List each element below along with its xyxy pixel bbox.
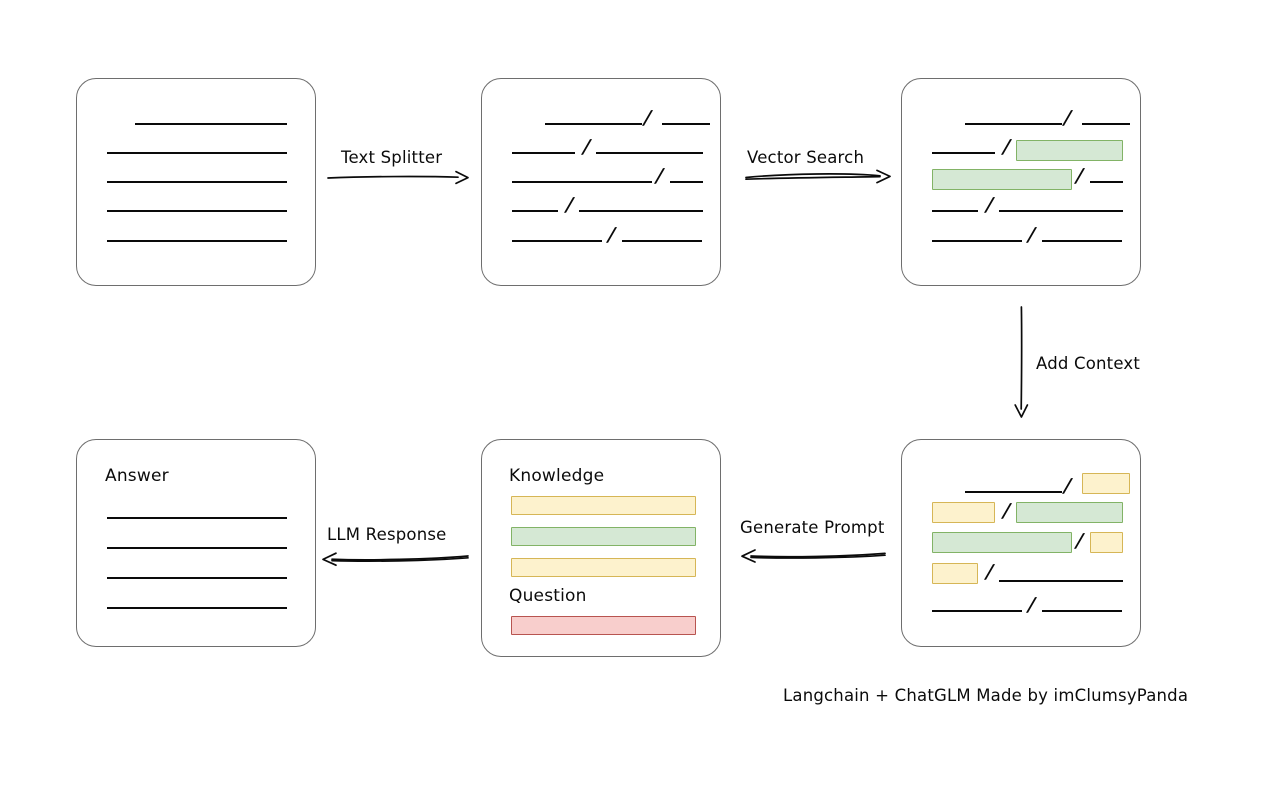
doc-line	[135, 123, 287, 125]
arrow-text-splitter	[327, 170, 469, 185]
slash-mark: /	[655, 165, 664, 187]
node-source-document[interactable]	[76, 78, 316, 286]
highlight-chip-green	[1016, 502, 1123, 523]
slash-mark: /	[1027, 224, 1036, 246]
slash-mark: /	[643, 107, 652, 129]
node-prompt[interactable]: Knowledge Question	[481, 439, 721, 657]
doc-line	[107, 181, 287, 183]
slash-mark: /	[1027, 594, 1036, 616]
edge-label-add-context: Add Context	[1036, 354, 1141, 373]
doc-line	[662, 123, 710, 125]
slash-mark: /	[1075, 165, 1084, 187]
edge-label-generate-prompt: Generate Prompt	[740, 518, 885, 537]
slash-mark: /	[1063, 107, 1072, 129]
doc-line	[999, 580, 1123, 582]
doc-line	[932, 210, 978, 212]
slash-mark: /	[582, 136, 591, 158]
doc-line	[1082, 123, 1130, 125]
question-label: Question	[509, 586, 587, 606]
highlight-chip-green	[1016, 140, 1123, 161]
knowledge-bar-3	[511, 558, 696, 577]
node-split-document[interactable]: / / / / /	[481, 78, 721, 286]
highlight-chip-yellow	[1090, 532, 1123, 553]
doc-line	[1090, 181, 1123, 183]
arrow-add-context	[1014, 306, 1029, 418]
doc-line	[512, 181, 652, 183]
answer-line	[107, 517, 287, 519]
edge-label-vector-search: Vector Search	[747, 148, 865, 167]
answer-line	[107, 607, 287, 609]
doc-line	[932, 610, 1022, 612]
arrow-llm-response	[322, 552, 469, 567]
slash-mark: /	[1002, 500, 1011, 522]
doc-line	[512, 240, 602, 242]
arrow-vector-search	[745, 169, 891, 184]
highlight-chip-green	[932, 532, 1072, 553]
doc-line	[579, 210, 703, 212]
answer-line	[107, 577, 287, 579]
doc-line	[512, 210, 558, 212]
node-answer[interactable]: Answer	[76, 439, 316, 647]
doc-line	[107, 240, 287, 242]
highlight-chip-yellow	[1082, 473, 1130, 494]
doc-line	[932, 240, 1022, 242]
edge-label-llm-response: LLM Response	[327, 525, 447, 544]
doc-line	[1042, 610, 1122, 612]
slash-mark: /	[565, 194, 574, 216]
doc-line	[965, 123, 1062, 125]
answer-label: Answer	[105, 466, 169, 486]
slash-mark: /	[985, 194, 994, 216]
knowledge-bar-2	[511, 527, 696, 546]
doc-line	[999, 210, 1123, 212]
doc-line	[596, 152, 703, 154]
knowledge-bar-1	[511, 496, 696, 515]
question-bar-1	[511, 616, 696, 635]
doc-line	[107, 210, 287, 212]
slash-mark: /	[1063, 475, 1072, 497]
slash-mark: /	[1075, 530, 1084, 552]
knowledge-label: Knowledge	[509, 466, 605, 486]
doc-line	[1042, 240, 1122, 242]
footer-credit: Langchain + ChatGLM Made by imClumsyPand…	[783, 686, 1189, 705]
doc-line	[932, 152, 995, 154]
edge-label-text-splitter: Text Splitter	[341, 148, 443, 167]
doc-line	[512, 152, 575, 154]
highlight-chip-yellow	[932, 502, 995, 523]
highlight-chip-yellow	[932, 563, 978, 584]
doc-line	[965, 491, 1062, 493]
highlight-chip-green	[932, 169, 1072, 190]
node-context-document[interactable]: / / / / /	[901, 439, 1141, 647]
doc-line	[107, 152, 287, 154]
answer-line	[107, 547, 287, 549]
slash-mark: /	[607, 224, 616, 246]
arrow-generate-prompt	[741, 549, 886, 563]
slash-mark: /	[1002, 136, 1011, 158]
slash-mark: /	[985, 561, 994, 583]
node-retrieved-document[interactable]: / / / / /	[901, 78, 1141, 286]
doc-line	[670, 181, 703, 183]
doc-line	[622, 240, 702, 242]
doc-line	[545, 123, 642, 125]
